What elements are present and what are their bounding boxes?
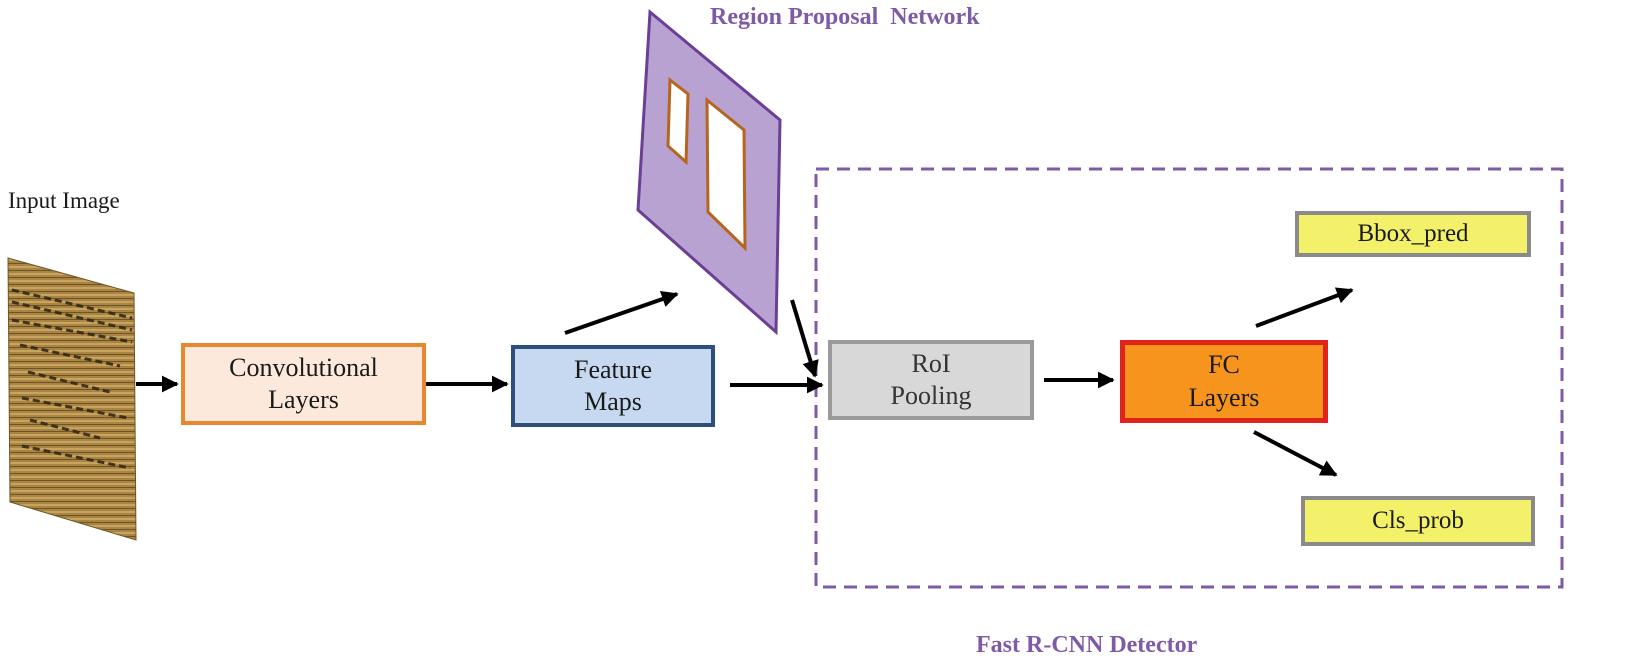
detector-title: Fast R-CNN Detector bbox=[976, 632, 1198, 658]
feature-maps-node: Feature Maps bbox=[511, 345, 715, 427]
arrows bbox=[136, 287, 1354, 477]
detector-region bbox=[814, 167, 1564, 589]
fc-layers-node: FC Layers bbox=[1120, 340, 1328, 423]
conv-layers-node: Convolutional Layers bbox=[181, 343, 426, 425]
arrow-rpn-to-roi bbox=[790, 299, 819, 378]
arrow-fc-to-bbox bbox=[1255, 287, 1354, 328]
input-image-title: Input Image bbox=[8, 188, 120, 213]
proposal-box-small bbox=[666, 77, 690, 166]
proposal-box-large bbox=[705, 96, 747, 252]
cls-prob-label: Cls_prob bbox=[1372, 507, 1464, 535]
feature-maps-label: Feature Maps bbox=[574, 354, 652, 417]
input-image bbox=[7, 257, 137, 541]
roi-pooling-node: RoI Pooling bbox=[828, 340, 1034, 420]
bbox-pred-node: Bbox_pred bbox=[1295, 211, 1531, 257]
fc-layers-label: FC Layers bbox=[1188, 350, 1260, 412]
bbox-pred-label: Bbox_pred bbox=[1357, 220, 1469, 248]
arrow-feature-to-rpn bbox=[564, 291, 679, 335]
cls-prob-node: Cls_prob bbox=[1301, 496, 1535, 546]
arrow-fc-to-cls bbox=[1253, 430, 1338, 477]
roi-pooling-label: RoI Pooling bbox=[890, 348, 972, 411]
conv-layers-label: Convolutional Layers bbox=[229, 352, 378, 415]
rpn-title: Region Proposal Network bbox=[710, 4, 980, 30]
rpn-plane bbox=[636, 8, 782, 336]
